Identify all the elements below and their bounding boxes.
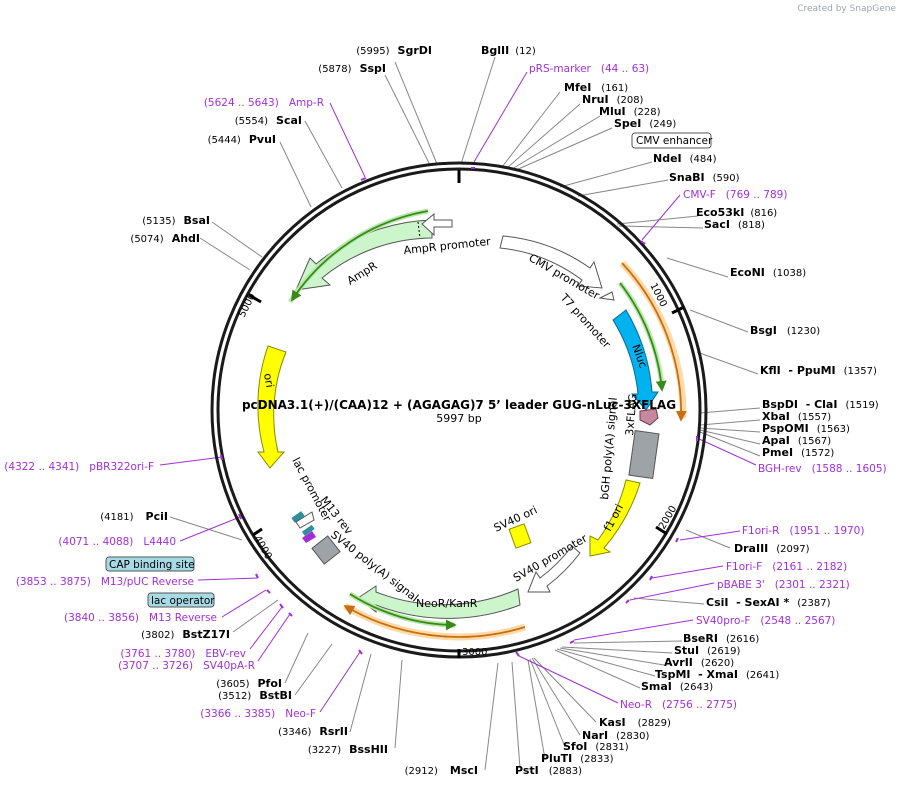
site-saci[interactable]: SacI(818) [704, 218, 765, 231]
leader-lines [169, 56, 761, 771]
primer-amp-r[interactable]: (5624 .. 5643)Amp-R [204, 97, 324, 109]
f1-ori-arrow[interactable] [589, 479, 641, 557]
site-kasi[interactable]: KasI(2829) [599, 716, 671, 729]
site-stui[interactable]: StuI(2619) [674, 644, 740, 657]
site-bsgi[interactable]: BsgI(1230) [750, 324, 820, 337]
site-sspi[interactable]: (5878)SspI [318, 62, 386, 75]
ori-arrow[interactable] [257, 345, 287, 469]
site-scai[interactable]: (5554)ScaI [235, 114, 302, 127]
cmv-promoter-arrow[interactable] [499, 235, 603, 289]
nluc-arrow[interactable] [612, 309, 659, 411]
site-apai[interactable]: ApaI(1567) [762, 434, 831, 447]
lac-operator-label: lac operator [151, 595, 215, 607]
site-mfei[interactable]: MfeI(161) [564, 81, 628, 94]
site-bspdi[interactable]: BspDI - ClaI(1519) [762, 398, 879, 411]
bgh-label: bGH poly(A) signal [598, 397, 620, 500]
primer-ebv-rev[interactable]: (3761 .. 3780)EBV-rev [120, 648, 246, 660]
site-xbai[interactable]: XbaI(1557) [762, 410, 831, 423]
sv40-promoter-arrow[interactable] [527, 545, 581, 593]
sv40-polya-box[interactable] [311, 535, 341, 565]
neor-label: NeoR/KanR [416, 597, 478, 610]
site-pspomi[interactable]: PspOMI(1563) [762, 422, 850, 435]
primer-m13-reverse[interactable]: (3840 .. 3856)M13 Reverse [64, 612, 217, 624]
site-ahdi[interactable]: (5074)AhdI [130, 232, 200, 245]
site-bsai[interactable]: (5135)BsaI [142, 214, 210, 227]
site-psti[interactable]: PstI(2883) [515, 764, 582, 777]
sv40-ori-box[interactable] [508, 523, 532, 549]
t7-promoter-label: T7 promoter [557, 291, 613, 352]
primer-l4440[interactable]: (4071 .. 4088)L4440 [58, 536, 176, 548]
m13-rev-mark[interactable] [302, 531, 316, 543]
cap-binding-label: CAP binding site [109, 559, 195, 571]
site-bstbi[interactable]: (3512)BstBI [218, 689, 292, 702]
primer-m13puc-reverse[interactable]: (3853 .. 3875)M13/pUC Reverse [16, 576, 194, 588]
ampr-promoter-arrow[interactable] [421, 212, 453, 237]
site-pfoi[interactable]: (3605)PfoI [216, 677, 282, 690]
cap-binding-mark[interactable] [291, 511, 305, 523]
ori-label: ori [261, 372, 276, 388]
site-sfoi[interactable]: SfoI(2831) [563, 740, 629, 753]
plasmid-name: pcDNA3.1(+)/(CAA)12 + (AGAGAG)7 5’ leade… [242, 398, 676, 412]
primer-pbabe3[interactable]: pBABE 3'(2301 .. 2321) [717, 579, 850, 591]
cmv-enhancer-label: CMV enhancer [636, 135, 713, 147]
flag-label: 3xFLAG [623, 393, 640, 436]
primer-marks [220, 167, 698, 657]
site-mlui[interactable]: MluI(228) [599, 105, 661, 118]
ampr-dotted [417, 221, 421, 239]
snapgene-credit: Created by SnapGene [797, 4, 896, 14]
site-tspmi[interactable]: TspMI - XmaI(2641) [655, 668, 779, 681]
primer-neo-r[interactable]: Neo-R(2756 .. 2775) [620, 699, 737, 711]
site-draiii[interactable]: DraIII(2097) [734, 542, 810, 555]
bgh-polya-box[interactable] [628, 429, 660, 480]
site-bglii[interactable]: BglII(12) [481, 44, 536, 57]
site-pcii[interactable]: (4181)PciI [100, 510, 168, 523]
t7-promoter-arrow[interactable] [598, 291, 615, 301]
site-nari[interactable]: NarI(2830) [582, 729, 650, 742]
site-spei[interactable]: SpeI(249) [614, 117, 676, 130]
plasmid-length: 5997 bp [436, 412, 481, 425]
site-msci[interactable]: (2912)MscI [405, 764, 478, 777]
lac-operator-mark[interactable] [301, 524, 315, 536]
site-ndei[interactable]: NdeI(484) [653, 152, 717, 165]
primer-bgh-rev[interactable]: BGH-rev(1588 .. 1605) [758, 463, 887, 475]
primer-f1ori-r[interactable]: F1ori-R(1951 .. 1970) [742, 525, 864, 537]
primer-neo-f[interactable]: (3366 .. 3385)Neo-F [200, 708, 316, 720]
site-nrui[interactable]: NruI(208) [582, 93, 644, 106]
primer-pbr322ori-f[interactable]: (4322 .. 4341)pBR322ori-F [4, 461, 154, 473]
primer-leader-lines [159, 71, 757, 713]
site-bstz17i[interactable]: (3802)BstZ17I [141, 628, 230, 641]
primer-cmv-f[interactable]: CMV-F(769 .. 789) [683, 189, 787, 201]
site-pluti[interactable]: PluTI(2833) [541, 752, 614, 765]
tick-marks [248, 170, 685, 658]
lac-operator-box[interactable] [147, 592, 215, 608]
primer-f1ori-f[interactable]: F1ori-F(2161 .. 2182) [726, 561, 847, 573]
site-smai[interactable]: SmaI(2643) [641, 680, 713, 693]
site-econi[interactable]: EcoNI(1038) [730, 266, 806, 279]
primer-prs-marker[interactable]: pRS-marker(44 .. 63) [529, 63, 649, 75]
site-kfli[interactable]: KflI - PpuMI(1357) [760, 364, 877, 377]
site-rsrii[interactable]: (3346)RsrII [278, 725, 348, 738]
lac-promoter-arrow[interactable] [295, 511, 315, 529]
cap-binding-box[interactable] [105, 556, 195, 572]
site-bseri[interactable]: BseRI(2616) [683, 632, 759, 645]
primer-sv40pa-r[interactable]: (3707 .. 3726)SV40pA-R [118, 660, 255, 672]
site-avrii[interactable]: AvrII(2620) [664, 656, 734, 669]
site-bsshii[interactable]: (3227)BssHII [308, 743, 388, 756]
site-sgrdi[interactable]: (5995)SgrDI [356, 44, 432, 57]
site-pmei[interactable]: PmeI(1572) [762, 446, 834, 459]
cmv-enhancer-box[interactable] [631, 132, 712, 149]
primer-sv40pro-f[interactable]: SV40pro-F(2548 .. 2567) [696, 615, 835, 627]
site-snabi[interactable]: SnaBI(590) [669, 171, 740, 184]
ampr-label: AmpR [345, 259, 380, 288]
site-pvui[interactable]: (5444)PvuI [208, 133, 276, 146]
flag-arrow[interactable] [639, 408, 659, 426]
site-csii[interactable]: CsiI - SexAI *(2387) [706, 596, 831, 609]
site-eco53ki[interactable]: Eco53kI(816) [696, 206, 777, 219]
tick-label-3000: 3000 [462, 647, 487, 658]
